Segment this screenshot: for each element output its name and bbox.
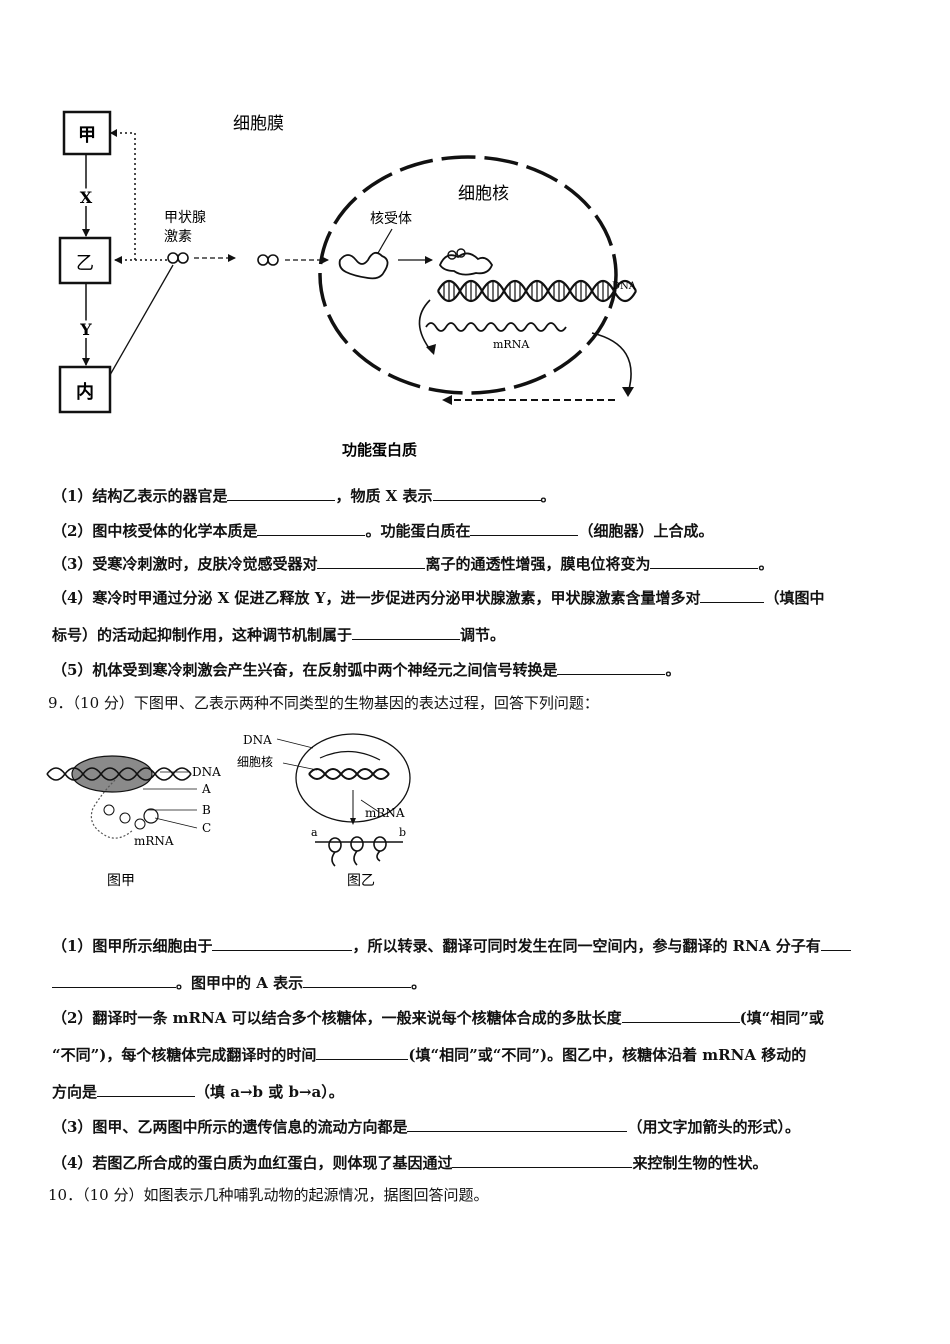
mrna-label: mRNA — [493, 338, 530, 351]
label-x: X — [80, 188, 93, 207]
q8-part1: （1）结构乙表示的器官是，物质 X 表示。 — [52, 485, 556, 505]
yi-nucleus-label: 细胞核 — [237, 755, 273, 769]
blank-q8-4a[interactable] — [700, 587, 765, 603]
jia-dna-label: DNA — [192, 765, 221, 779]
blank-q9-1a[interactable] — [212, 935, 353, 951]
blank-q9-1b[interactable] — [820, 935, 851, 951]
jia-c-label: C — [202, 821, 211, 835]
thyroid-regulation-diagram: 甲 乙 内 X Y 甲状腺 激素 细胞膜 细胞核 核受体 — [58, 110, 637, 459]
q10-stem: 10．（10 分）如图表示几种哺乳动物的起源情况，据图回答问题。 — [48, 1186, 489, 1204]
membrane-label: 细胞膜 — [233, 114, 284, 134]
q9-part4: （4）若图乙所合成的蛋白质为血红蛋白，则体现了基因通过来控制生物的性状。 — [52, 1152, 768, 1172]
receptor-label: 核受体 — [370, 211, 412, 227]
blank-q8-3a[interactable] — [317, 553, 426, 569]
yi-end-a: a — [311, 826, 318, 839]
q9-part2b: “不同”)，每个核糖体完成翻译时的时间(填“相同”或“不同”)。图乙中，核糖体沿… — [52, 1044, 807, 1064]
blank-q9-1c[interactable] — [303, 972, 412, 988]
yi-caption: 图乙 — [347, 873, 375, 889]
blank-q9-2b[interactable] — [316, 1044, 409, 1060]
protein-label: 功能蛋白质 — [342, 441, 417, 459]
label-bing: 内 — [76, 381, 94, 403]
blank-q9-2a[interactable] — [621, 1007, 740, 1023]
blank-q9-4[interactable] — [452, 1152, 633, 1168]
blank-q8-2a[interactable] — [257, 520, 366, 536]
jia-caption: 图甲 — [107, 873, 135, 889]
blank-q8-2b[interactable] — [470, 520, 579, 536]
q8-part3: （3）受寒冷刺激时，皮肤冷觉感受器对离子的通透性增强，膜电位将变为。 — [52, 553, 774, 573]
blank-q9-1b-cont[interactable] — [52, 972, 176, 988]
figure-jia: DNA A B C mRNA 图甲 — [46, 755, 221, 889]
yi-mrna-label: mRNA — [365, 806, 405, 820]
mrna-strand — [425, 322, 567, 332]
box-bing — [58, 365, 112, 414]
q9-part3: （3）图甲、乙两图中所示的遗传信息的流动方向都是（用文字加箭头的形式）。 — [52, 1116, 800, 1136]
blank-q8-1a[interactable] — [227, 485, 336, 501]
q9-part2c: 方向是（填 a→b 或 b→a）。 — [52, 1081, 344, 1101]
blank-q8-5[interactable] — [557, 659, 666, 675]
nucleoid-shape — [71, 755, 153, 793]
blank-q8-3b[interactable] — [650, 553, 759, 569]
figure-yi: DNA 细胞核 mRNA a b 图乙 — [237, 733, 411, 889]
yi-dna-label: DNA — [243, 733, 272, 747]
q8-part4b: 标号）的活动起抑制作用，这种调节机制属于调节。 — [52, 624, 506, 644]
nucleus-label: 细胞核 — [458, 184, 509, 204]
label-yi: 乙 — [76, 253, 94, 274]
blank-q9-3[interactable] — [407, 1116, 628, 1132]
yi-end-b: b — [399, 826, 406, 839]
blank-q8-1b[interactable] — [432, 485, 541, 501]
jia-a-label: A — [201, 782, 211, 796]
q9-stem: 9．（10 分）下图甲、乙表示两种不同类型的生物基因的表达过程，回答下列问题： — [48, 694, 599, 712]
hormone-label-line1: 甲状腺 — [164, 210, 206, 226]
jia-mrna-label: mRNA — [134, 834, 174, 848]
label-jia: 甲 — [78, 125, 96, 146]
label-y: Y — [79, 320, 92, 339]
q9-part1a: （1）图甲所示细胞由于，所以转录、翻译可同时发生在同一空间内，参与翻译的 RNA… — [52, 935, 851, 956]
blank-q8-4b[interactable] — [352, 624, 461, 640]
dna-label: DNA — [612, 281, 637, 292]
receptor-shape — [338, 251, 389, 280]
jia-b-label: B — [202, 803, 211, 817]
q8-part5: （5）机体受到寒冷刺激会产生兴奋，在反射弧中两个神经元之间信号转换是。 — [52, 659, 681, 679]
q9-part1b: 。图甲中的 A 表示。 — [52, 972, 426, 993]
q8-part2: （2）图中核受体的化学本质是。功能蛋白质在（细胞器）上合成。 — [52, 520, 714, 540]
dna-helix — [437, 279, 637, 303]
blank-q9-2c[interactable] — [97, 1081, 196, 1097]
hormone-label-line2: 激素 — [164, 228, 192, 245]
q9-part2a: （2）翻译时一条 mRNA 可以结合多个核糖体，一般来说每个核糖体合成的多肽长度… — [52, 1007, 824, 1027]
box-yi — [58, 236, 112, 285]
q8-part4a: （4）寒冷时甲通过分泌 X 促进乙释放 Y，进一步促进丙分泌甲状腺激素，甲状腺激… — [52, 587, 825, 607]
nucleus-envelope — [318, 155, 618, 395]
